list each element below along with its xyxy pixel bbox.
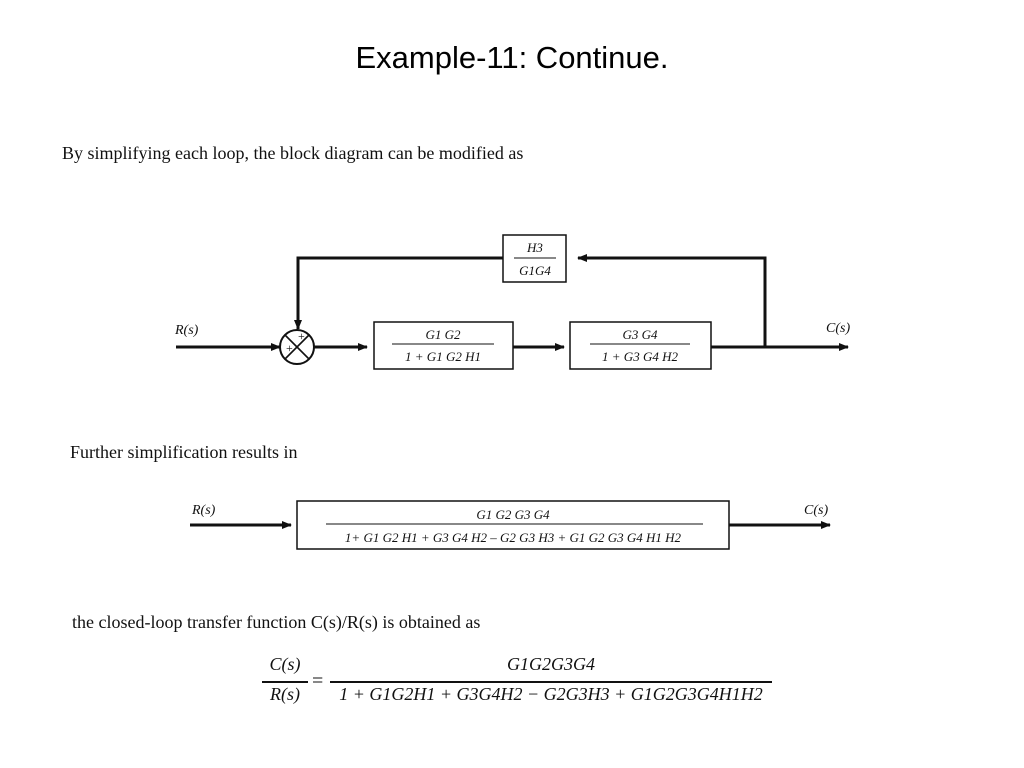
rhs-denominator: 1 + G1G2H1 + G3G4H2 − G2G3H3 + G1G2G3G4H… <box>339 684 763 704</box>
block1-numerator: G1 G2 <box>425 327 461 342</box>
block1-denominator: 1 + G1 G2 H1 <box>405 349 481 364</box>
block2-denominator: 1 + G3 G4 H2 <box>602 349 678 364</box>
combined-denominator: 1+ G1 G2 H1 + G3 G4 H2 – G2 G3 H3 + G1 G… <box>345 530 682 545</box>
equals-sign: = <box>312 670 324 692</box>
lhs-denominator: R(s) <box>270 684 300 704</box>
diagram-one: R(s) C(s) + + G1 G2 1 + G1 G2 H1 G3 G4 <box>174 234 850 370</box>
forward-block-1: G1 G2 1 + G1 G2 H1 <box>373 321 514 370</box>
closed-loop-text: the closed-loop transfer function C(s)/R… <box>72 612 481 632</box>
feedback-path-right <box>577 254 767 347</box>
output-label-c-s-2: C(s) <box>804 503 828 518</box>
feedback-denominator: G1G4 <box>519 263 551 278</box>
forward-block-2: G3 G4 1 + G3 G4 H2 <box>569 321 712 370</box>
feedback-numerator: H3 <box>526 240 543 255</box>
feedback-path-left <box>294 256 503 330</box>
rhs-numerator: G1G2G3G4 <box>507 654 595 674</box>
block2-numerator: G3 G4 <box>622 327 658 342</box>
input-label-r-s: R(s) <box>174 323 199 338</box>
lhs-fraction-bar <box>262 681 308 683</box>
transfer-function-equation: C(s) R(s) = G1G2G3G4 1 + G1G2H1 + G3G4H2… <box>262 652 782 712</box>
intro-text: By simplifying each loop, the block diag… <box>62 143 524 163</box>
summing-sign-left: + <box>286 341 293 355</box>
output-label-c-s: C(s) <box>826 321 850 336</box>
input-label-r-s-2: R(s) <box>191 503 216 518</box>
lhs-numerator: C(s) <box>269 654 301 674</box>
summing-junction: + + <box>279 329 315 365</box>
summing-sign-top: + <box>298 329 305 343</box>
combined-block: G1 G2 G3 G4 1+ G1 G2 H1 + G3 G4 H2 – G2 … <box>296 500 730 550</box>
diagram-two: R(s) C(s) G1 G2 G3 G4 1+ G1 G2 H1 + G3 G… <box>190 500 831 550</box>
feedback-block: H3 G1G4 <box>502 234 567 283</box>
slide-title: Example-11: Continue. <box>355 40 669 75</box>
further-simplification-text: Further simplification results in <box>70 442 298 462</box>
combined-numerator: G1 G2 G3 G4 <box>476 507 550 522</box>
rhs-fraction-bar <box>330 681 772 683</box>
